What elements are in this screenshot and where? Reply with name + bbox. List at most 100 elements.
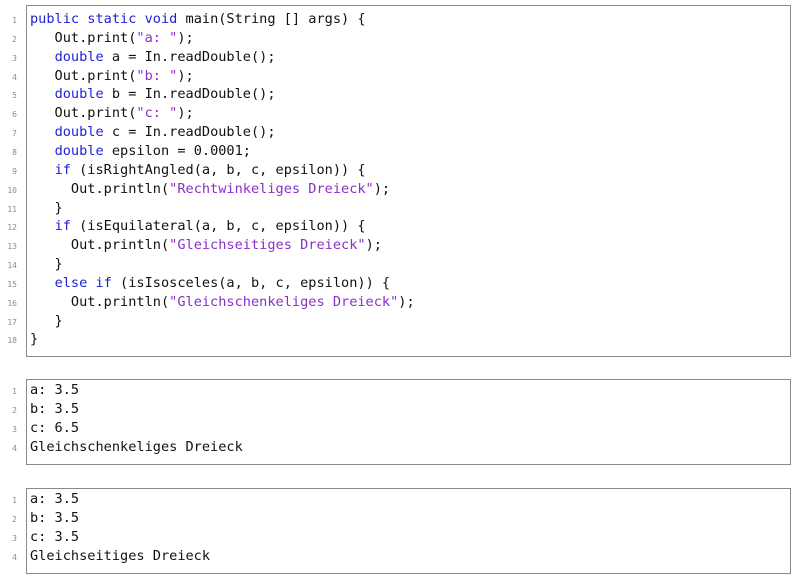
code-line: Gleichseitiges Dreieck (30, 548, 210, 564)
code-line: double b = In.readDouble(); (30, 86, 276, 102)
code-token: Out.print( (30, 29, 137, 46)
line-number: 18 (7, 336, 17, 346)
code-token: Out.print( (30, 67, 137, 84)
string-token: "Gleichschenkeliges Dreieck" (169, 293, 399, 310)
code-token: (isEquilateral(a, b, c, epsilon)) { (70, 218, 366, 235)
line-number: 5 (12, 91, 17, 101)
line-number: 12 (7, 223, 17, 233)
code-token: c = In.readDouble(); (103, 124, 276, 141)
line-number: 3 (12, 53, 17, 63)
string-token: "a: " (136, 29, 178, 46)
code-token: Out.println( (30, 180, 170, 197)
code-token: } (30, 199, 63, 216)
code-line: Out.println("Gleichschenkeliges Dreieck"… (30, 294, 415, 310)
code-token: ); (177, 29, 194, 46)
output-listing-2: 1 a: 3.5 2 b: 3.5 3 c: 3.5 4 Gleichseitiges Dre… (12, 488, 791, 574)
code-token: a = In.readDouble(); (103, 48, 276, 65)
line-number: 15 (7, 279, 17, 289)
line-number: 13 (7, 242, 17, 252)
code-token: (isRightAngled(a, b, c, epsilon)) { (70, 161, 366, 178)
code-line: a: 3.5 (30, 382, 79, 398)
line-number: 2 (12, 515, 17, 525)
keyword-token: double (54, 86, 104, 103)
code-line: b: 3.5 (30, 401, 79, 417)
code-line: if (isRightAngled(a, b, c, epsilon)) { (30, 162, 366, 178)
keyword-token: if (54, 218, 71, 235)
string-token: "Rechtwinkeliges Dreieck" (169, 180, 374, 197)
code-token (30, 143, 55, 159)
code-line: else if (isIsosceles(a, b, c, epsilon)) … (30, 274, 391, 291)
line-number: 1 (12, 387, 17, 396)
code-line: } (30, 331, 38, 347)
code-listing: 1 public static void main(String [] args)… (7, 5, 791, 357)
line-number: 4 (12, 553, 17, 563)
string-token: "Gleichseitiges Dreieck" (169, 237, 366, 254)
code-token: c: 6.5 (30, 420, 80, 437)
code-token: } (30, 312, 63, 329)
code-line: Out.println("Rechtwinkeliges Dreieck"); (30, 181, 390, 197)
code-token: ); (177, 67, 194, 84)
code-token: ); (365, 237, 382, 254)
line-number: 3 (12, 425, 17, 435)
line-number: 1 (12, 16, 17, 25)
code-line: double epsilon = 0.0001; (30, 143, 251, 159)
line-number: 10 (7, 185, 17, 195)
string-token: "b: " (136, 67, 178, 84)
code-token: a: 3.5 (30, 491, 80, 507)
code-token (30, 275, 55, 291)
keyword-token: double (54, 48, 104, 65)
code-line: } (30, 200, 63, 216)
code-line: c: 3.5 (30, 529, 79, 545)
code-line: double a = In.readDouble(); (30, 49, 276, 65)
code-token: c: 3.5 (30, 529, 80, 546)
code-line: Out.print("a: "); (30, 30, 194, 46)
line-number: 14 (7, 261, 17, 271)
code-token: ); (177, 105, 194, 122)
code-token: ); (373, 180, 391, 197)
line-number: 7 (12, 129, 17, 139)
line-number: 17 (7, 317, 17, 327)
code-line: a: 3.5 (30, 491, 79, 507)
code-line: Out.print("b: "); (30, 68, 194, 84)
code-token (30, 124, 55, 140)
code-token: (isIsosceles(a, b, c, epsilon)) { (111, 274, 391, 291)
code-token: Out.println( (30, 237, 170, 254)
keyword-token: public static void (30, 11, 178, 27)
line-number: 8 (12, 147, 17, 157)
code-line: } (30, 256, 63, 272)
line-number: 1 (12, 496, 17, 505)
code-token: a: 3.5 (30, 382, 80, 398)
string-token: "c: " (136, 105, 178, 122)
code-line: c: 6.5 (30, 420, 79, 436)
line-number: 4 (12, 72, 17, 82)
code-line: b: 3.5 (30, 510, 79, 526)
code-token: Out.print( (30, 105, 137, 122)
code-token: ); (398, 293, 415, 310)
code-line: if (isEquilateral(a, b, c, epsilon)) { (30, 218, 366, 234)
code-token (30, 86, 55, 102)
code-line: double c = In.readDouble(); (30, 124, 276, 140)
keyword-token: double (54, 142, 104, 159)
line-number: 2 (12, 406, 17, 416)
code-token: main(String [] args) { (177, 11, 366, 27)
code-token: Out.println( (30, 293, 170, 310)
code-line: } (30, 313, 63, 329)
line-number: 16 (7, 298, 17, 308)
line-number: 4 (12, 444, 17, 454)
line-number: 9 (12, 166, 17, 176)
line-number: 3 (12, 534, 17, 544)
line-number: 2 (12, 34, 17, 44)
code-line: public static void main(String [] args) … (30, 11, 366, 27)
line-number: 6 (12, 110, 17, 120)
code-line: Out.println("Gleichseitiges Dreieck"); (30, 237, 382, 253)
code-line: Gleichschenkeliges Dreieck (30, 439, 243, 455)
keyword-token: else if (54, 274, 112, 291)
code-token: b: 3.5 (30, 401, 80, 418)
code-token: b: 3.5 (30, 510, 80, 527)
code-token: Gleichseitiges Dreieck (30, 548, 211, 565)
code-token: } (30, 256, 63, 273)
code-line: Out.print("c: "); (30, 105, 194, 121)
code-token (30, 162, 55, 178)
code-token: } (30, 331, 39, 348)
code-token: Gleichschenkeliges Dreieck (30, 439, 243, 456)
